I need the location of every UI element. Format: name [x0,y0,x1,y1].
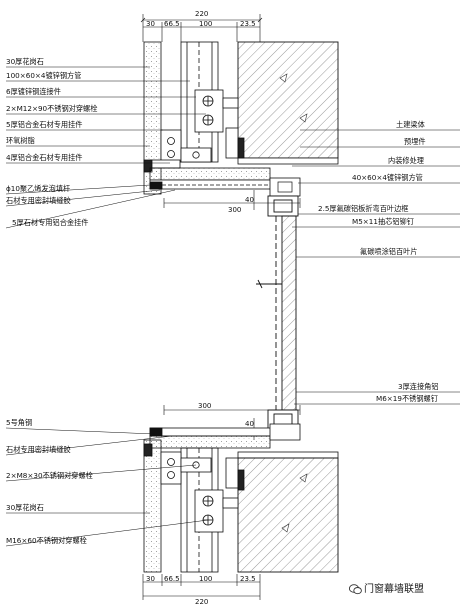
label-interior: 内装修处理 [388,156,424,165]
bottom-dim-seg-4: 23.5 [240,575,256,583]
top-overall-dim: 220 [195,10,209,18]
label-angle-al: 3厚连接角铝 [398,382,439,391]
label-steel-tube-top: 100×60×4镀锌钢方管 [6,71,82,80]
label-m8-bolt: 2×M8×30不锈钢对穿螺栓 [6,471,93,480]
label-granite-bottom: 30厚花岗石 [6,503,44,512]
top-dimension-chain [140,14,263,42]
label-louver-blade: 氟碳喷涂铝百叶片 [360,247,418,256]
top-dim-seg-3: 100 [199,20,213,28]
label-al-hanger-4: 4厚铝合金石材专用挂件 [6,153,83,162]
dim-300-upper: 300 [228,206,242,214]
top-structural-beam [237,41,339,165]
bottom-sill [149,423,301,449]
bottom-structural-beam [237,451,339,573]
label-granite-top: 30厚花岗石 [6,57,44,66]
top-dim-seg-1: 30 [146,20,155,28]
bottom-dim-seg-1: 30 [146,575,155,583]
bottom-granite-panel [143,439,162,573]
top-dim-seg-4: 23.5 [240,20,256,28]
dim-40-lower: 40 [245,420,254,428]
label-m12-bolt: 2×M12×90不锈钢对穿螺栓 [6,104,98,113]
label-louver-frame: 2.5厚氟碳铝板折弯百叶边框 [318,204,409,213]
dim-300-lower: 300 [198,402,212,410]
louver-frame [256,195,299,431]
label-steel-tube-40: 40×60×4镀锌钢方管 [352,173,423,182]
label-foam-rod: ɸ10聚乙烯发泡填杆 [6,184,71,193]
dim-300-lines [163,190,301,440]
label-rivet: M5×11抽芯铝铆钉 [352,217,414,226]
label-m6-screw: M6×19不锈钢螺钉 [376,394,438,403]
label-epoxy: 环氧树脂 [6,136,35,145]
label-sealant-bottom: 石材专用密封填缝胶 [6,445,71,454]
label-m16-bolt: M16×60不锈钢对穿螺栓 [6,536,87,545]
wechat-icon [349,584,362,595]
label-sealant-top: 石材专用密封填缝胶 [6,196,71,205]
dim-40-upper: 40 [245,196,254,204]
label-al-hanger-5b: 5厚石材专用铝合金挂件 [12,218,89,227]
bottom-overall-dim: 220 [195,598,209,606]
label-steel-connector: 6厚镀锌钢连接件 [6,87,61,96]
label-angle-steel: 5号角钢 [6,418,33,427]
top-hanger-bracket [143,129,212,173]
leader-lines [5,66,460,547]
bottom-dim-seg-3: 100 [199,575,213,583]
bottom-dim-seg-2: 66.5 [164,575,180,583]
watermark-text: 门窗幕墙联盟 [364,584,424,595]
label-beam: 土建梁体 [396,120,425,129]
label-al-hanger-5: 5厚铝合金石材专用挂件 [6,120,83,129]
top-soffit [149,167,301,197]
top-dim-seg-2: 66.5 [164,20,180,28]
top-connector-plates [194,89,245,159]
top-granite-panel [143,41,162,195]
bottom-dimension-chain [142,574,261,600]
label-embed: 预埋件 [404,137,426,146]
